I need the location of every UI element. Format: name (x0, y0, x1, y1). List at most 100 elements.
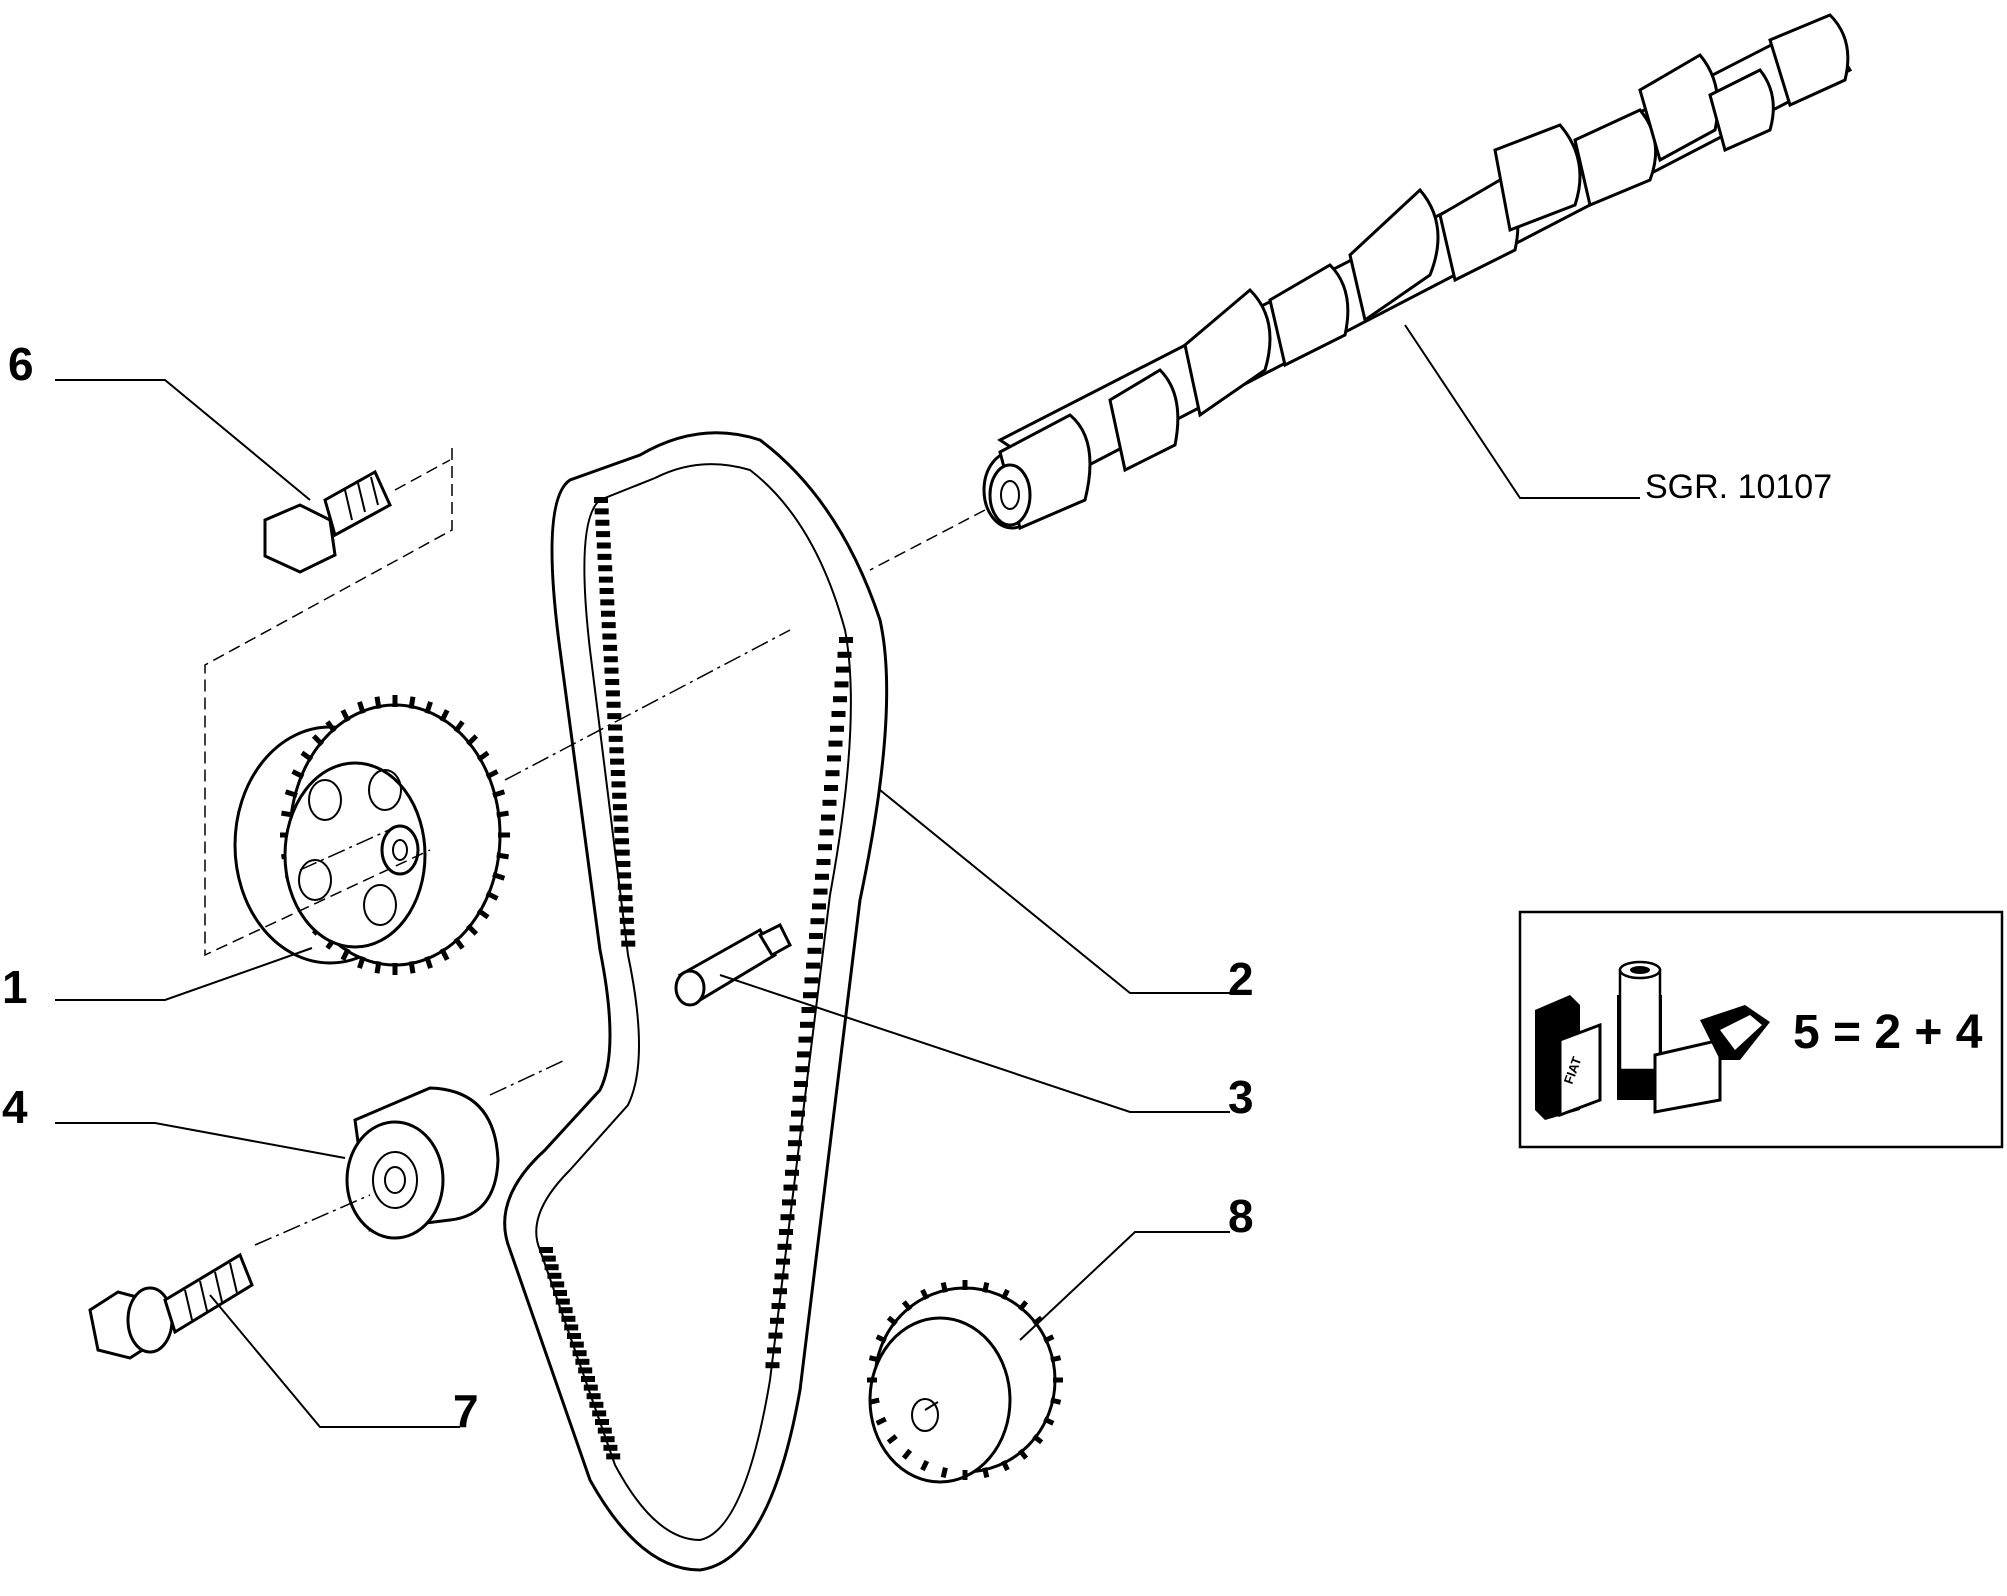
belt-tooth (777, 1243, 792, 1250)
belt-tooth (830, 725, 844, 732)
belt-tooth (768, 1332, 783, 1339)
belt-tooth (779, 1229, 793, 1235)
gear-tooth (940, 1281, 948, 1293)
belt-tooth (774, 1273, 789, 1280)
belt-tooth (598, 576, 613, 583)
gear-tooth (1050, 1355, 1062, 1363)
gear-tooth (439, 947, 450, 961)
belt-tooth (615, 849, 630, 856)
belt-tooth (603, 656, 618, 663)
belt-tooth (613, 815, 628, 822)
belt-tooth (595, 1419, 609, 1425)
gear-tooth (940, 1467, 948, 1479)
belt-tooth (612, 804, 627, 811)
belt-tooth (815, 873, 829, 880)
gear-tooth (886, 1434, 898, 1445)
gear-tooth (476, 908, 490, 920)
belt-tooth (605, 679, 620, 685)
gear-tooth (424, 955, 433, 969)
belt-tooth (831, 711, 846, 717)
belt-tooth (612, 792, 627, 799)
belt-tooth (818, 844, 832, 851)
gear-tooth (1032, 1315, 1044, 1326)
belt-tooth (610, 770, 625, 776)
gear-tooth (982, 1281, 990, 1293)
belt-tooth (603, 644, 618, 651)
belt-tooth (801, 1007, 816, 1013)
belt-tooth (797, 1051, 811, 1058)
belt-tooth (771, 1303, 786, 1309)
gear-tooth (886, 1315, 898, 1326)
belt-tooth (614, 826, 629, 833)
roller-bolt (88, 1194, 371, 1360)
gear-tooth (340, 947, 351, 961)
belt-tooth (561, 1315, 576, 1322)
belt-tooth (821, 814, 835, 821)
belt-tooth (770, 1317, 784, 1324)
belt-tooth (609, 747, 624, 754)
belt-tooth (619, 917, 634, 924)
gear-tooth (868, 1355, 880, 1363)
gear-tooth (408, 696, 416, 709)
belt-tooth (594, 497, 608, 503)
belt-tooth (837, 651, 852, 658)
belt-tooth (572, 1350, 587, 1357)
gear-tooth (291, 769, 305, 780)
sprocket-teeth (867, 1280, 1063, 1480)
callout-2: 2 (1228, 953, 1254, 1005)
gear-tooth (1043, 1334, 1055, 1344)
gear-tooth (340, 709, 351, 723)
gear-tooth (476, 750, 490, 762)
gear-tooth (453, 720, 465, 733)
camshaft-reference: SGR. 10107 (1645, 468, 1832, 506)
belt-tooth (558, 1307, 573, 1314)
belt-tooth (601, 610, 615, 617)
belt-tooth (800, 1021, 814, 1028)
belt-tooth (822, 799, 837, 806)
camshaft (869, 13, 1853, 571)
belt-teeth (539, 497, 853, 1460)
belt-tooth (795, 1066, 810, 1073)
belt-tooth (595, 519, 610, 526)
belt-tooth (550, 1281, 565, 1288)
gear-tooth (374, 961, 382, 974)
belt-tooth (816, 859, 831, 865)
belt-tooth (765, 1362, 780, 1369)
belt-tooth (578, 1367, 593, 1374)
belt-tooth (617, 883, 632, 890)
belt-tooth (616, 861, 631, 867)
gear-bolt (263, 459, 451, 574)
callout-7: 7 (453, 1385, 479, 1437)
kit-box: FIAT 5 = 2 + 4 (1518, 910, 2004, 1149)
belt-tooth (601, 622, 616, 629)
gear-tooth (875, 1416, 887, 1426)
belt-tooth (541, 1255, 556, 1262)
belt-tooth (791, 1110, 805, 1117)
gear-tooth (357, 955, 366, 969)
camshaft-gear (204, 448, 791, 975)
timing-belt (503, 431, 889, 1572)
gear-tooth (439, 709, 450, 723)
kit-icon: FIAT (1535, 960, 1770, 1120)
belt-tooth (809, 933, 823, 939)
belt-tooth (602, 633, 617, 640)
belt-tooth (794, 1081, 808, 1087)
belt-tooth (544, 1264, 559, 1271)
callout-4: 4 (2, 1081, 28, 1133)
belt-tooth (606, 701, 621, 708)
gear-tooth (982, 1467, 990, 1479)
gear-tooth (300, 750, 314, 762)
belt-tooth (617, 872, 632, 879)
belt-tooth (581, 1376, 595, 1382)
belt-tooth (773, 1288, 787, 1295)
gear-tooth (901, 1300, 913, 1312)
gear-tooth (424, 701, 433, 715)
gear-tooth (485, 769, 499, 780)
callout-3: 3 (1228, 1071, 1254, 1123)
belt-tooth (807, 947, 822, 954)
belt-tooth (767, 1347, 781, 1354)
gear-tooth (453, 937, 465, 950)
callout-6: 6 (8, 338, 34, 390)
belt-tooth (594, 508, 609, 515)
belt-tooth (592, 1410, 607, 1417)
